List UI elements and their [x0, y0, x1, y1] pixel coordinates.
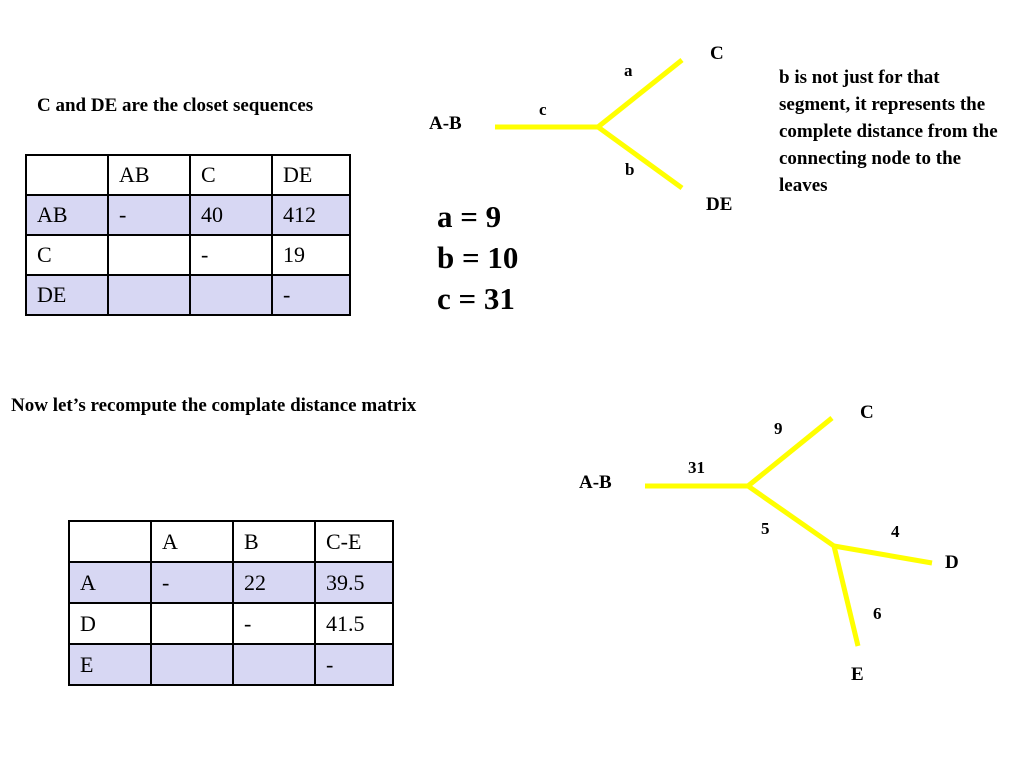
equation-a: a = 9 — [437, 199, 502, 234]
bottom-tree — [645, 416, 933, 647]
bottom-branch-d — [833, 543, 933, 566]
bottom-leaf-d: D — [945, 552, 959, 573]
bottom-branch-e — [831, 545, 861, 647]
table-header-cell — [68, 520, 152, 563]
top-edge-a: a — [624, 61, 633, 80]
table-row: C - 19 — [25, 234, 351, 276]
table-header-cell: C — [189, 154, 273, 196]
table-row: D - 41.5 — [68, 602, 394, 645]
bottom-branch-mid — [746, 483, 836, 549]
top-branch-b — [596, 124, 684, 191]
table-cell: 40 — [189, 194, 273, 236]
table-cell — [232, 643, 316, 686]
table-cell: D — [68, 602, 152, 645]
bottom-edge-ab: 31 — [688, 458, 705, 477]
table-row: AB - 40 412 — [25, 194, 351, 236]
top-tree — [495, 58, 684, 191]
table-cell: - — [271, 274, 351, 316]
bottom-edge-mid: 5 — [761, 519, 770, 538]
table-header-cell: B — [232, 520, 316, 563]
table-cell: - — [314, 643, 394, 686]
bottom-heading: Now let’s recompute the complate distanc… — [11, 395, 417, 416]
table-cell — [150, 643, 234, 686]
table-cell: 412 — [271, 194, 351, 236]
top-leaf-de: DE — [706, 194, 733, 215]
table-header-cell: A — [150, 520, 234, 563]
top-heading: C and DE are the closet sequences — [37, 95, 314, 116]
table-cell: E — [68, 643, 152, 686]
table-cell: - — [189, 234, 273, 276]
table-cell — [189, 274, 273, 316]
bottom-distance-table: A B C-E A - 22 39.5 D - 41.5 E - — [68, 520, 394, 686]
table-cell — [107, 234, 191, 276]
table-header-row: AB C DE — [25, 154, 351, 196]
table-cell: A — [68, 561, 152, 604]
top-leaf-ab: A-B — [429, 113, 462, 134]
bottom-leaf-e: E — [851, 664, 864, 685]
table-cell: 22 — [232, 561, 316, 604]
bottom-edge-d: 4 — [891, 522, 900, 541]
top-edge-b: b — [625, 160, 635, 179]
table-cell: - — [107, 194, 191, 236]
bottom-edge-c: 9 — [774, 419, 783, 438]
bottom-leaf-c: C — [860, 402, 874, 423]
top-leaf-c: C — [710, 43, 724, 64]
table-header-cell: C-E — [314, 520, 394, 563]
table-cell: C — [25, 234, 109, 276]
table-row: A - 22 39.5 — [68, 561, 394, 604]
table-header-cell: AB — [107, 154, 191, 196]
bottom-leaf-ab: A-B — [579, 472, 612, 493]
table-cell: 41.5 — [314, 602, 394, 645]
table-cell: 19 — [271, 234, 351, 276]
table-cell: 39.5 — [314, 561, 394, 604]
table-cell: - — [232, 602, 316, 645]
table-cell: DE — [25, 274, 109, 316]
table-header-row: A B C-E — [68, 520, 394, 563]
top-distance-table: AB C DE AB - 40 412 C - 19 DE - — [25, 154, 351, 316]
table-header-cell: DE — [271, 154, 351, 196]
table-cell: - — [150, 561, 234, 604]
top-branch-a — [596, 58, 684, 129]
equation-c: c = 31 — [437, 281, 515, 316]
table-row: DE - — [25, 274, 351, 316]
table-cell — [107, 274, 191, 316]
top-edge-c: c — [539, 100, 547, 119]
explanation-note: b is not just for that segment, it repre… — [779, 67, 998, 196]
equation-b: b = 10 — [437, 240, 519, 275]
table-header-cell — [25, 154, 109, 196]
table-row: E - — [68, 643, 394, 686]
bottom-branch-c — [746, 416, 834, 488]
table-cell — [150, 602, 234, 645]
bottom-edge-e: 6 — [873, 604, 882, 623]
table-cell: AB — [25, 194, 109, 236]
